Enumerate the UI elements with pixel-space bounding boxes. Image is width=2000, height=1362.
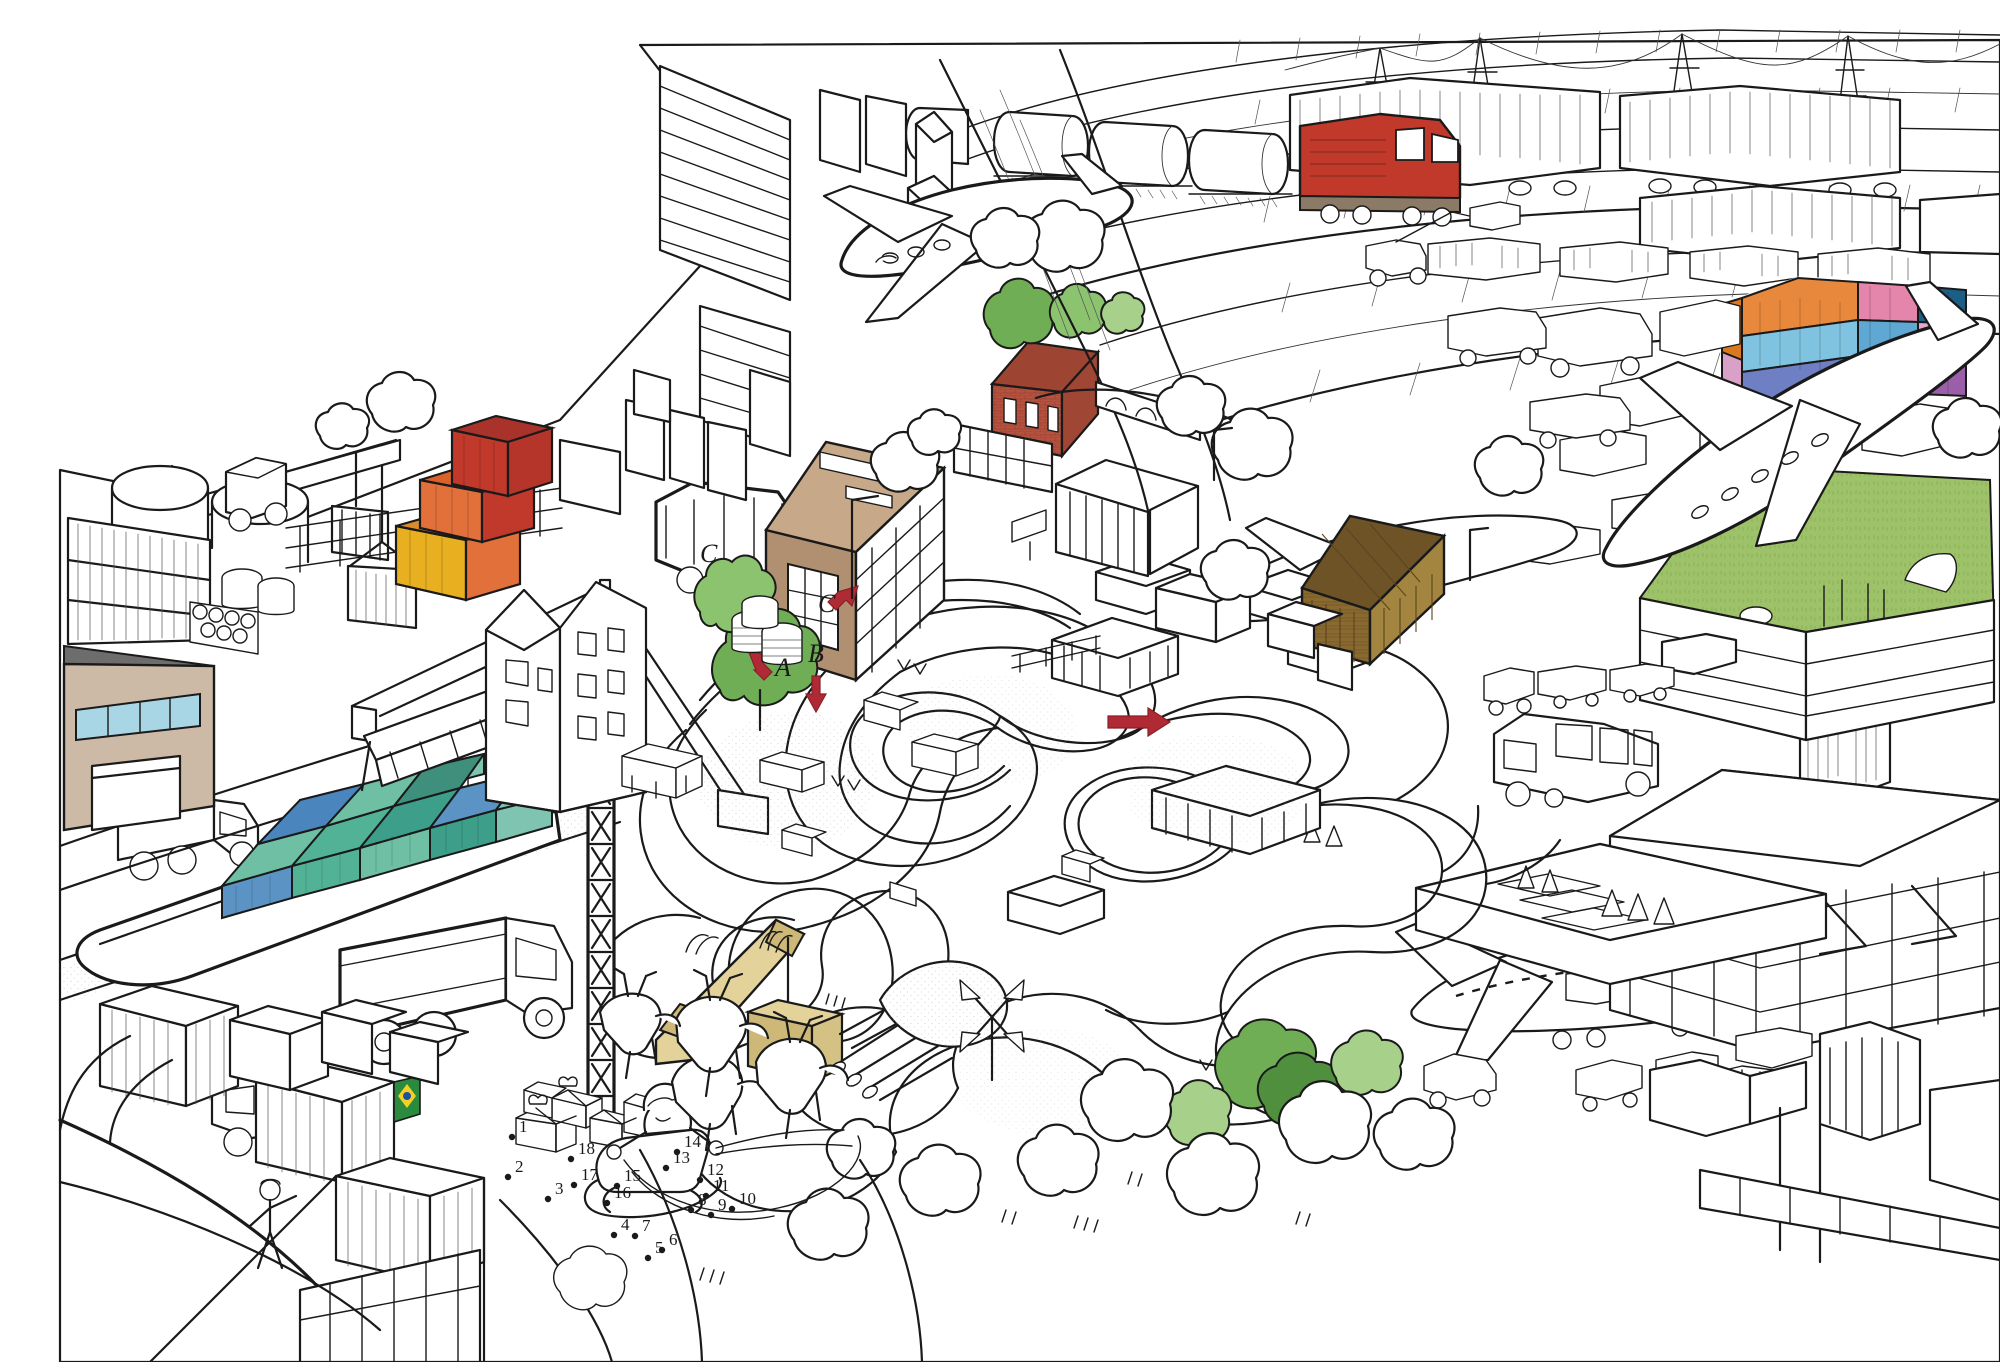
- foreground-roads: [58, 1034, 382, 1332]
- trees-above-brick: [982, 277, 1146, 350]
- yard-wagons: [1427, 237, 1931, 291]
- dot-to-dot-number: 2: [515, 1157, 524, 1176]
- gift-ribbons: [528, 1076, 637, 1153]
- dot-to-dot-number: 6: [669, 1230, 678, 1249]
- warehouse-beige: [62, 662, 216, 832]
- hillside-buildings: [558, 64, 962, 516]
- dot-to-dot-number: 1: [519, 1117, 528, 1136]
- plant-clumps: [685, 930, 846, 1009]
- dot-to-dot-number: 8: [698, 1190, 707, 1209]
- dot-to-dot-number: 10: [739, 1189, 756, 1208]
- arrow-right-plain: [1107, 706, 1172, 738]
- dock-worker: [248, 1178, 298, 1270]
- dot-to-dot-point: [658, 1246, 666, 1254]
- box-van-left: [224, 456, 288, 532]
- pipe-stack: [189, 601, 259, 655]
- barrels-left: [221, 568, 295, 616]
- dot-to-dot-point: [570, 1181, 578, 1189]
- dot-to-dot-point: [644, 1254, 652, 1262]
- traffic-cones: [1303, 821, 1675, 925]
- container-stack-red-orange-yellow: [394, 414, 557, 602]
- dot-to-dot-number: 4: [621, 1215, 630, 1234]
- dot-to-dot-number: 12: [707, 1160, 724, 1179]
- route-label-c: C: [818, 589, 836, 618]
- stacked-yard-boxes-left: [98, 984, 486, 1284]
- rail-yard: [904, 29, 2000, 432]
- airport-bus: [1492, 712, 1660, 808]
- dot-to-dot-point: [504, 1173, 512, 1181]
- boxcar-train: [1288, 76, 1902, 198]
- dot-to-dot-point: [544, 1195, 552, 1203]
- dot-to-dot-point: [603, 1199, 611, 1207]
- dot-to-dot-number: 14: [684, 1132, 702, 1151]
- dot-to-dot-point: [613, 1182, 621, 1190]
- tree-cluster-white: [786, 1058, 1456, 1261]
- route-label-texts: A B C: [773, 589, 836, 682]
- dot-to-dot-point: [707, 1211, 715, 1219]
- dot-to-dot-number: 7: [642, 1216, 651, 1235]
- cargo-hangar-large: [1608, 768, 2000, 1054]
- fence-line: [1011, 635, 1101, 673]
- corrugated-warehouse: [63, 516, 215, 686]
- reach-stacker: [1365, 201, 1521, 287]
- boxcar-right: [1638, 184, 2000, 264]
- pallet-stacks: [621, 691, 979, 799]
- red-locomotive: [1298, 112, 1462, 227]
- dot-to-dot-point: [662, 1164, 670, 1172]
- roadside-barrier: [1011, 509, 1047, 561]
- airport-outbuildings: [1648, 1020, 2000, 1264]
- dot-to-dot-point: [728, 1205, 736, 1213]
- route-label-a: A: [773, 653, 791, 682]
- brick-building: [952, 277, 1146, 494]
- dot-to-dot-point: [508, 1133, 516, 1141]
- gravel-pile: [878, 960, 1009, 1048]
- ground-plane: [58, 38, 2000, 1362]
- terminal-hangar: [1638, 596, 1996, 742]
- route-label-b: B: [808, 639, 824, 668]
- tree-cluster-top-port: [314, 199, 2000, 601]
- cargo-airplane-large: [1601, 280, 1996, 568]
- dot-to-dot-point: [567, 1155, 575, 1163]
- arrow-up-right-C: [827, 585, 859, 611]
- baggage-tractor: [1483, 663, 1675, 716]
- dot-to-dot-point: [673, 1148, 681, 1156]
- container-ship: [75, 729, 579, 987]
- semi-trailer: [338, 916, 574, 1066]
- scrub-marks: [699, 1171, 1311, 1285]
- dot-to-dot-point: [687, 1206, 695, 1214]
- dot-to-dot-point: [696, 1176, 704, 1184]
- yard-edges: [58, 1118, 924, 1362]
- dot-to-dot-number: 15: [624, 1166, 641, 1185]
- barrels-junction: [731, 595, 803, 666]
- small-crates: [781, 823, 1105, 907]
- scrub-and-trees: [314, 199, 2000, 1285]
- dot-to-dot-number: 5: [655, 1238, 664, 1257]
- dot-to-dot-number: 11: [713, 1176, 729, 1195]
- centre-buildings: [558, 48, 1447, 732]
- reindeer-team: [598, 966, 850, 1152]
- dot-to-dot-number: 16: [614, 1183, 631, 1202]
- dot-to-dot-number: 18: [578, 1139, 595, 1158]
- dot-to-dot-number: 3: [555, 1179, 564, 1198]
- house-white-gable: [484, 580, 648, 814]
- dot-to-dot-point: [610, 1231, 618, 1239]
- route-markers: [731, 585, 1213, 1071]
- left-industry: [62, 414, 648, 1284]
- misc-details: [621, 426, 1490, 907]
- chevron-marks: [831, 659, 1213, 1071]
- dot-to-dot-point: [702, 1192, 710, 1200]
- dot-to-dot-number: 17: [581, 1165, 599, 1184]
- dot-to-dot-point: [631, 1232, 639, 1240]
- lamp-posts: [850, 426, 1490, 600]
- arrow-down-B: [804, 675, 828, 714]
- dot-to-dot-number: 9: [718, 1195, 727, 1214]
